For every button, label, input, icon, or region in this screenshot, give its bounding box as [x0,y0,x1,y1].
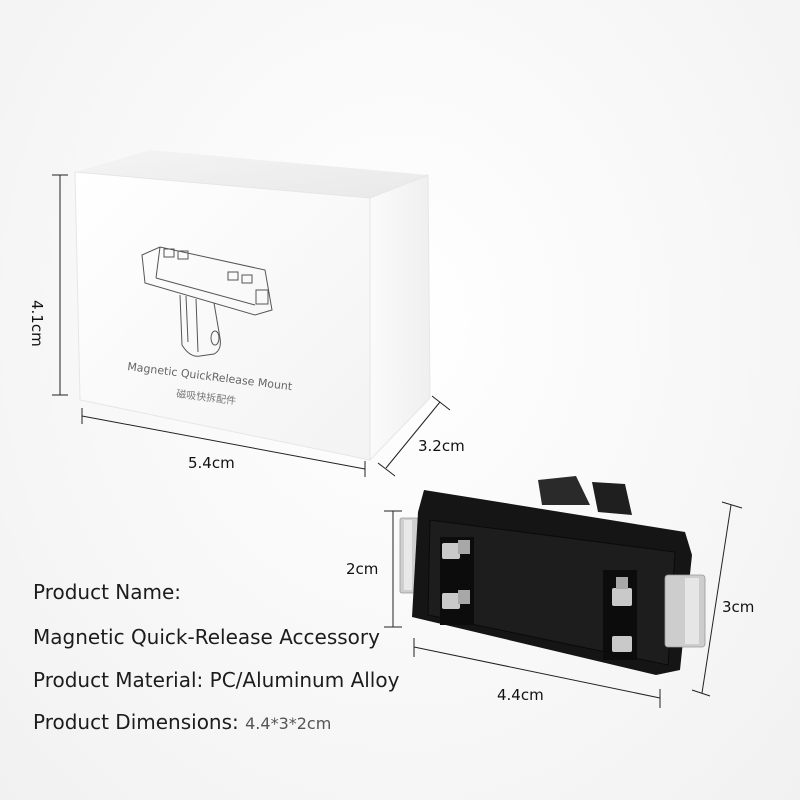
product-name-label: Product Name: [33,580,182,604]
product-dimensions-value: 4.4*3*2cm [245,714,332,733]
mount-line-drawing-icon [141,246,273,357]
product-length-label: 4.4cm [497,686,544,704]
product-height-label: 2cm [346,560,379,578]
product-name-value: Magnetic Quick-Release Accessory [33,625,380,649]
product-dimensions-row: Product Dimensions: 4.4*3*2cm [33,710,331,734]
box-depth-label: 3.2cm [418,437,465,455]
product-material-value: PC/Aluminum Alloy [209,668,400,692]
product-width-label: 3cm [722,598,755,616]
box-height-label: 4.1cm [28,300,46,347]
box-front-face [74,171,371,461]
product-mount-photo [399,476,706,675]
product-material-row: Product Material: PC/Aluminum Alloy [33,668,399,692]
box-dimension-lines [52,174,451,477]
product-dimensions-label: Product Dimensions: [33,710,239,734]
product-material-label: Product Material: [33,668,204,692]
box-width-label: 5.4cm [188,454,235,472]
product-dimension-lines [384,501,743,708]
